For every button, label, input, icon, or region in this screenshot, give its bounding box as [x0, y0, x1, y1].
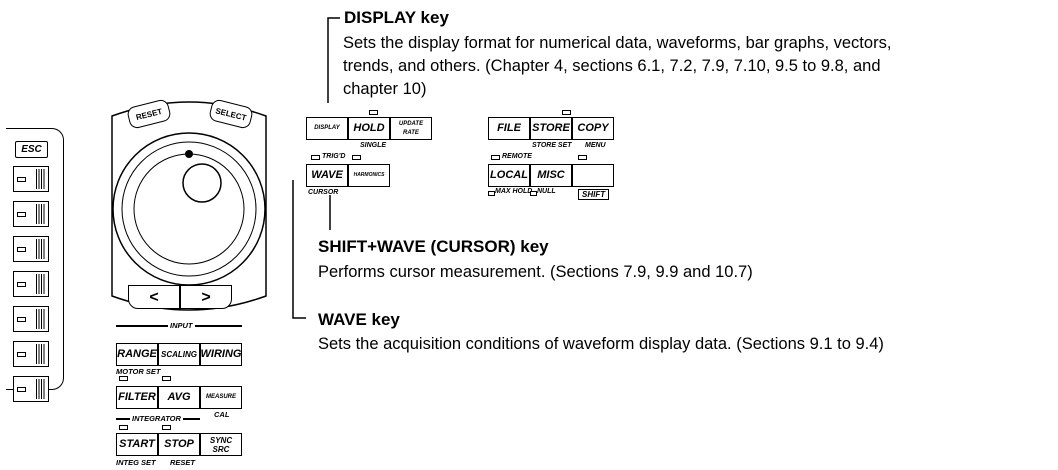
- soft-key-grip: [36, 169, 46, 189]
- trigd-led: [311, 155, 320, 160]
- shift-led: [578, 155, 587, 160]
- soft-key-indicator: [17, 212, 26, 217]
- trigd-label: TRIG'D: [322, 153, 346, 160]
- max-hold-led: [488, 191, 495, 196]
- soft-key-4[interactable]: [13, 271, 49, 297]
- menu-label: MENU: [585, 142, 606, 149]
- soft-key-grip: [36, 239, 46, 259]
- soft-key-indicator: [17, 317, 26, 322]
- soft-key-indicator: [17, 387, 26, 392]
- avg-key[interactable]: AVG: [158, 386, 200, 409]
- soft-key-indicator: [17, 247, 26, 252]
- soft-key-grip: [36, 344, 46, 364]
- stop-led: [162, 425, 171, 430]
- display-key-line-2: trends, and others. (Chapter 4, sections…: [343, 57, 881, 75]
- soft-key-6[interactable]: [13, 341, 49, 367]
- update-rate-key[interactable]: UPDATE RATE: [390, 117, 432, 140]
- shift-wave-title: SHIFT+WAVE (CURSOR) key: [318, 237, 549, 256]
- store-set-label: STORE SET: [532, 142, 572, 149]
- wave-key[interactable]: WAVE: [306, 164, 348, 187]
- soft-key-grip: [36, 204, 46, 224]
- integ-set-label: INTEG SET: [116, 458, 156, 467]
- input-label: INPUT: [168, 321, 195, 330]
- soft-key-grip: [36, 274, 46, 294]
- cal-label: CAL: [214, 410, 230, 419]
- harmonics-key[interactable]: HARMONICS: [348, 164, 390, 187]
- null-label: NULL: [537, 188, 556, 195]
- local-key[interactable]: LOCAL: [488, 164, 530, 187]
- misc-key[interactable]: MISC: [530, 164, 572, 187]
- wave-key-desc: Sets the acquisition conditions of wavef…: [318, 335, 884, 353]
- left-arrow-button[interactable]: <: [128, 285, 180, 309]
- motor-set-label: MOTOR SET: [116, 367, 161, 376]
- soft-key-indicator: [17, 177, 26, 182]
- max-hold-label: MAX HOLD: [495, 188, 533, 195]
- integrator-label: INTEGRATOR: [130, 414, 183, 423]
- display-key-line-3: chapter 10): [343, 80, 427, 98]
- store-led: [562, 110, 571, 115]
- soft-key-3[interactable]: [13, 236, 49, 262]
- start-key[interactable]: START: [116, 433, 158, 456]
- single-label: SINGLE: [360, 142, 387, 149]
- file-key[interactable]: FILE: [488, 117, 530, 140]
- reset-label: RESET: [170, 458, 196, 467]
- esc-key[interactable]: ESC: [15, 141, 48, 158]
- soft-key-1[interactable]: [13, 166, 49, 192]
- right-arrow-button[interactable]: >: [180, 285, 232, 309]
- filter-key[interactable]: FILTER: [116, 386, 158, 409]
- hold-key[interactable]: HOLD: [348, 117, 390, 140]
- soft-key-indicator: [17, 352, 26, 357]
- soft-key-grip: [36, 379, 46, 399]
- harmonics-led: [352, 155, 361, 160]
- soft-key-grip: [36, 309, 46, 329]
- null-led: [530, 191, 537, 196]
- display-key-title: DISPLAY key: [344, 8, 449, 27]
- scaling-led: [162, 376, 171, 381]
- sync-src-key[interactable]: SYNC SRC: [200, 433, 242, 456]
- scaling-key[interactable]: SCALING: [158, 343, 200, 366]
- shift-wave-desc: Performs cursor measurement. (Sections 7…: [318, 263, 753, 281]
- range-led: [119, 376, 128, 381]
- shift-label: SHIFT: [578, 189, 610, 200]
- wave-key-title: WAVE key: [318, 310, 400, 329]
- remote-label: REMOTE: [502, 153, 532, 160]
- range-key[interactable]: RANGE: [116, 343, 158, 366]
- shift-key[interactable]: [572, 164, 614, 187]
- stop-key[interactable]: STOP: [158, 433, 200, 456]
- display-key[interactable]: DISPLAY: [306, 117, 348, 140]
- soft-key-2[interactable]: [13, 201, 49, 227]
- soft-key-indicator: [17, 282, 26, 287]
- start-led: [119, 425, 128, 430]
- copy-key[interactable]: COPY: [572, 117, 614, 140]
- soft-key-7[interactable]: [13, 376, 49, 402]
- cursor-label: CURSOR: [308, 189, 339, 196]
- jog-shuttle: [111, 101, 267, 311]
- store-key[interactable]: STORE: [530, 117, 572, 140]
- measure-key[interactable]: MEASURE: [200, 386, 242, 409]
- wiring-key[interactable]: WIRING: [200, 343, 242, 366]
- hold-led: [369, 110, 378, 115]
- display-key-line-1: Sets the display format for numerical da…: [343, 34, 892, 52]
- remote-led: [491, 155, 500, 160]
- soft-key-5[interactable]: [13, 306, 49, 332]
